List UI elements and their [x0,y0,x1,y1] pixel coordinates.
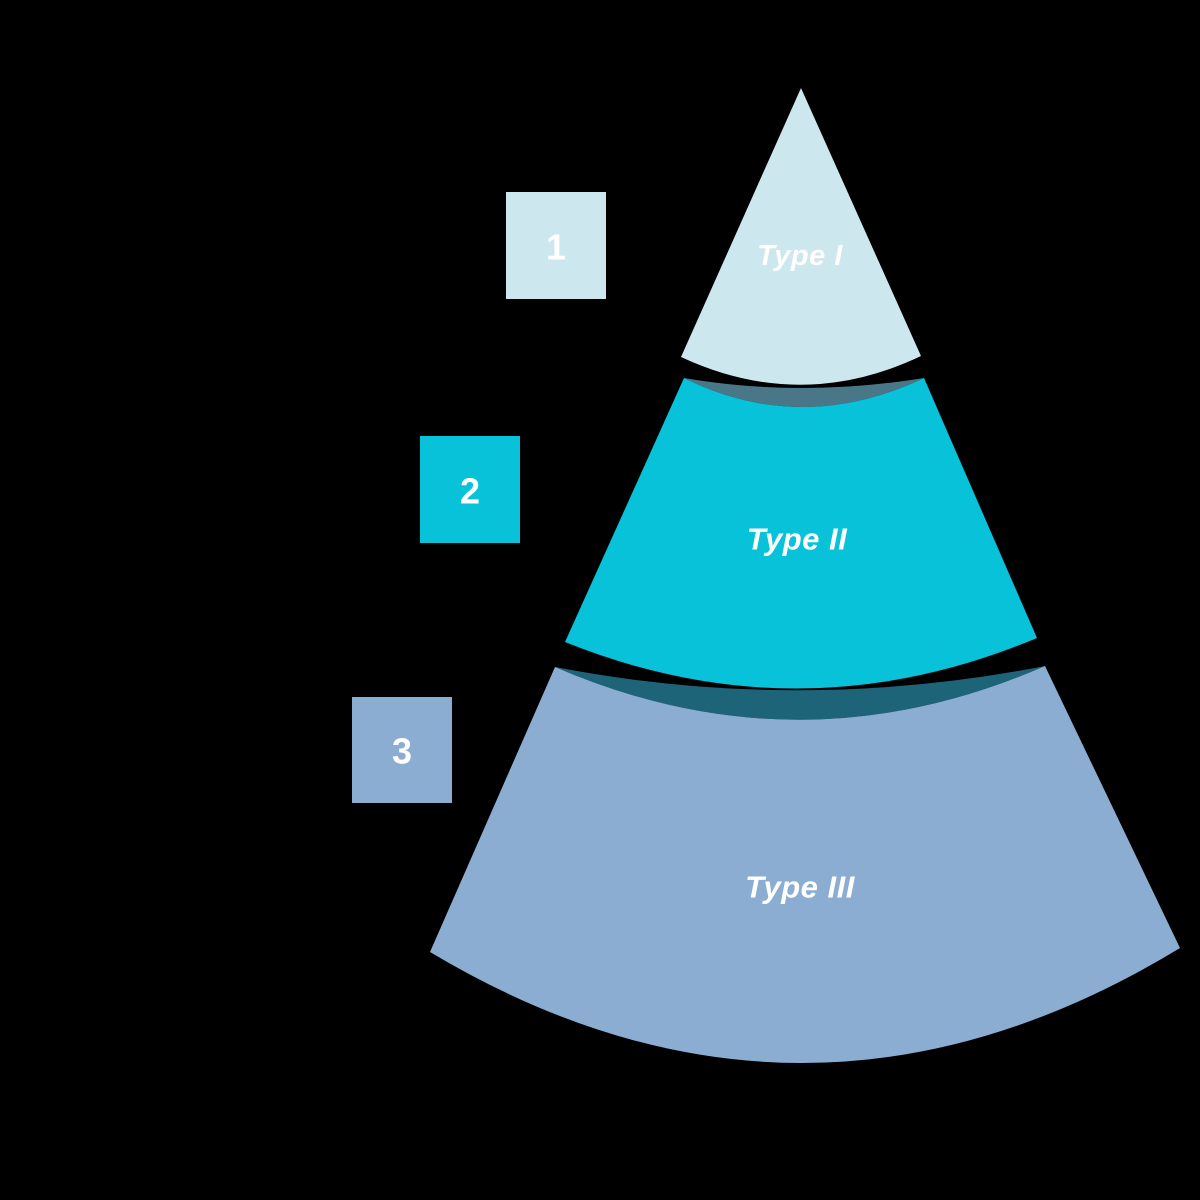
number-box-1 [506,192,606,299]
cone-segment-type-iii [430,666,1180,1064]
segment-label-type-ii: Type II [747,522,848,557]
cone-segment-type-ii-inner-rim [684,378,924,407]
cone-segment-type-i [681,88,921,385]
cone-segment-type-iii-inner-rim [555,666,1045,720]
number-box-1-label: 1 [546,227,566,268]
number-box-2-label: 2 [460,471,480,512]
segment-label-type-iii: Type III [745,870,856,905]
segment-label-type-i: Type I [757,240,843,272]
number-box-3-label: 3 [392,731,412,772]
number-box-2 [420,436,520,543]
number-box-3 [352,697,452,803]
cone-segment-type-ii [565,378,1037,689]
